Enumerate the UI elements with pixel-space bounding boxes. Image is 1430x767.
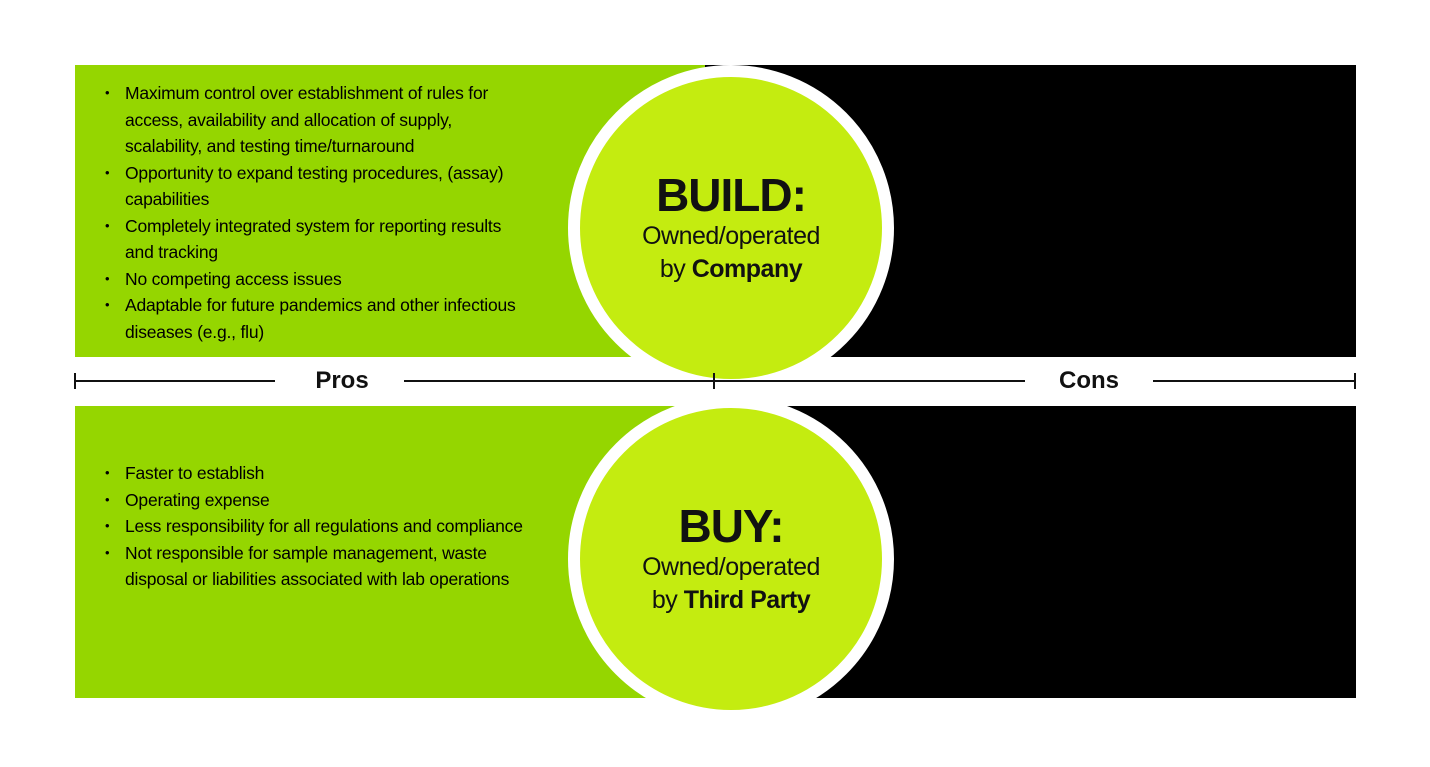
build-subtitle-prefix: by bbox=[659, 255, 686, 283]
axis-line-cons-right bbox=[1153, 380, 1355, 382]
list-item: Liability for lab operations bbox=[905, 227, 1305, 254]
build-subtitle-owner: Company bbox=[691, 255, 803, 283]
list-item: Capital expenditure bbox=[905, 253, 1305, 280]
axis-line-pros-right bbox=[404, 380, 714, 382]
cons-label: Cons bbox=[1059, 367, 1119, 394]
axis-tick-right bbox=[1354, 373, 1356, 389]
pros-label: Pros bbox=[315, 367, 369, 394]
list-item: Not responsible for sample management, w… bbox=[105, 540, 525, 593]
list-item: No competing access issues bbox=[105, 266, 525, 293]
list-item: Biohazard waste disposal bbox=[905, 200, 1305, 227]
list-item: Adaptable for future pandemics and other… bbox=[105, 292, 525, 345]
list-item: Significantly less control over: establi… bbox=[905, 422, 1345, 502]
buy-subtitle-line1: Owned/operated bbox=[642, 553, 820, 581]
build-pros-list: Maximum control over establishment of ru… bbox=[105, 80, 525, 345]
list-item: Completely integrated system for reporti… bbox=[105, 213, 525, 266]
axis-tick-center bbox=[713, 373, 715, 389]
list-item: Privacy responsibility bbox=[905, 280, 1305, 307]
axis-line-cons-left bbox=[715, 380, 1025, 382]
buy-pros-list: Faster to establish Operating expense Le… bbox=[105, 460, 525, 593]
build-subtitle-line2: by Company bbox=[659, 253, 803, 286]
buy-subtitle-prefix: by bbox=[651, 586, 678, 614]
list-item: Potential compatibility issues regarding… bbox=[905, 608, 1345, 661]
buy-cons-list: Significantly less control over: establi… bbox=[905, 422, 1345, 661]
list-item: More expensive to set up, resource and m… bbox=[905, 94, 1305, 121]
list-item: Less responsibility for all regulations … bbox=[105, 513, 525, 540]
build-cons-list: More expensive to set up, resource and m… bbox=[905, 94, 1305, 306]
buy-subtitle-line2: by Third Party bbox=[651, 584, 811, 617]
build-circle: BUILD: Owned/operated by Company bbox=[568, 65, 894, 391]
buy-title: BUY: bbox=[678, 500, 784, 552]
pros-cons-axis: Pros Cons bbox=[0, 366, 1430, 396]
buy-circle: BUY: Owned/operated by Third Party bbox=[568, 396, 894, 722]
list-item: Sample management bbox=[905, 174, 1305, 201]
list-item: Limited ability to expand assay capabili… bbox=[905, 502, 1345, 529]
build-title: BUILD: bbox=[656, 169, 807, 221]
list-item: Capacity may be subject to other contrac… bbox=[905, 581, 1345, 608]
list-item: Directly responsible for all local, stat… bbox=[905, 121, 1305, 174]
list-item: Maximum control over establishment of ru… bbox=[105, 80, 525, 160]
list-item: Faster to establish bbox=[105, 460, 525, 487]
list-item: Operating expense bbox=[105, 487, 525, 514]
build-subtitle-line1: Owned/operated bbox=[642, 222, 820, 250]
buy-subtitle-owner: Third Party bbox=[683, 586, 811, 614]
list-item: Opportunity to expand testing procedures… bbox=[105, 160, 525, 213]
list-item: Access is shared and subject to others’ … bbox=[905, 528, 1345, 581]
axis-line-pros-left bbox=[75, 380, 275, 382]
